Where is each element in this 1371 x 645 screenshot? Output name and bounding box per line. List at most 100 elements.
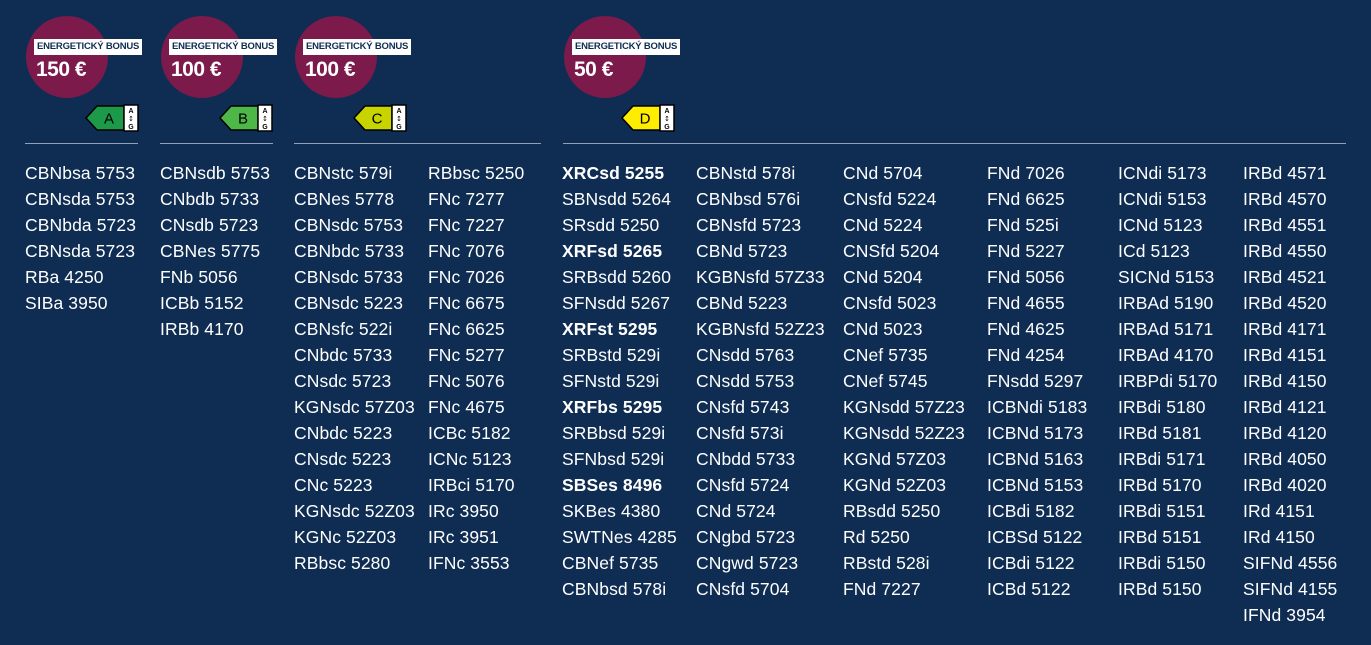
model-item: SRBbsd 529i xyxy=(562,423,666,443)
bonus-amount: 50 € xyxy=(574,58,613,81)
model-item: IRBdi 5180 xyxy=(1118,397,1206,417)
model-item: XRFsd 5265 xyxy=(562,241,663,261)
model-item: ICNd 5123 xyxy=(1118,215,1203,235)
model-item: IRBd 5151 xyxy=(1118,527,1202,547)
model-item: RBbsc 5280 xyxy=(294,553,391,573)
model-item: ICd 5123 xyxy=(1118,241,1190,261)
model-item: IRBdi 5150 xyxy=(1118,553,1206,573)
model-item: CNsdd 5763 xyxy=(696,345,795,365)
model-item: IRBd 4151 xyxy=(1243,345,1327,365)
energy-scale-bottom: G xyxy=(396,124,402,131)
model-item: CNsfd 5743 xyxy=(696,397,790,417)
model-item: ICBNd 5153 xyxy=(987,475,1084,495)
model-item: IRBdi 5151 xyxy=(1118,501,1206,521)
bonus-badge: ENERGETICKÝ BONUS 150 € xyxy=(26,16,143,98)
divider xyxy=(294,143,541,144)
model-item: KGNsdc 52Z03 xyxy=(294,501,415,521)
model-item: RBsdd 5250 xyxy=(843,501,941,521)
model-item: CBNbsd 576i xyxy=(696,189,801,209)
energy-scale-bottom: G xyxy=(664,124,670,131)
model-item: RBa 4250 xyxy=(25,267,104,287)
model-item: FNc 7076 xyxy=(428,241,505,261)
model-item: IRBb 4170 xyxy=(160,319,244,339)
model-item: SWTNes 4285 xyxy=(562,527,677,547)
model-item: FNd 5227 xyxy=(987,241,1065,261)
model-item: CBNsda 5723 xyxy=(25,241,136,261)
model-item: FNc 7026 xyxy=(428,267,505,287)
model-item: IRBAd 4170 xyxy=(1118,345,1214,365)
model-item: IFNd 3954 xyxy=(1243,605,1326,625)
model-item: XRCsd 5255 xyxy=(562,163,665,183)
model-item: CNsdd 5753 xyxy=(696,371,795,391)
model-item: IRBd 5150 xyxy=(1118,579,1202,599)
model-item: CBNsfc 522i xyxy=(294,319,393,339)
model-item: FNd 4254 xyxy=(987,345,1065,365)
model-item: CBNsfd 5723 xyxy=(696,215,802,235)
model-item: IRBd 4020 xyxy=(1243,475,1327,495)
model-item: KGBNsfd 52Z23 xyxy=(696,319,825,339)
bonus-badge: ENERGETICKÝ BONUS 50 € xyxy=(564,16,681,98)
model-item: IRBd 4550 xyxy=(1243,241,1327,261)
model-item: FNd 5056 xyxy=(987,267,1065,287)
model-item: IRBci 5170 xyxy=(428,475,515,495)
model-item: SRBsdd 5260 xyxy=(562,267,672,287)
model-item: FNc 4675 xyxy=(428,397,505,417)
model-item: CNef 5745 xyxy=(843,371,928,391)
energy-scale-box xyxy=(391,104,407,132)
bonus-badge: ENERGETICKÝ BONUS 100 € xyxy=(295,16,412,98)
model-item: CNbdd 5733 xyxy=(696,449,796,469)
model-item: SIBa 3950 xyxy=(25,293,108,313)
energy-scale-arrow-icon: ↕ xyxy=(396,115,402,123)
energy-scale-bottom: G xyxy=(128,124,134,131)
energy-scale-top: A xyxy=(664,108,669,115)
energy-class-letter: A xyxy=(104,111,114,128)
model-item: XRFbs 5295 xyxy=(562,397,663,417)
model-item: IRd 4150 xyxy=(1243,527,1315,547)
model-item: IRBd 4570 xyxy=(1243,189,1327,209)
model-item: CBNstd 578i xyxy=(696,163,796,183)
model-item: CNsfd 5224 xyxy=(843,189,937,209)
bonus-tag: ENERGETICKÝ BONUS xyxy=(169,39,278,55)
model-item: ICBc 5182 xyxy=(428,423,511,443)
model-item: KGBNsfd 57Z33 xyxy=(696,267,825,287)
model-item: KGNc 52Z03 xyxy=(294,527,397,547)
model-item: IRBAd 5171 xyxy=(1118,319,1214,339)
energy-class-letter: B xyxy=(238,111,248,128)
bonus-tag: ENERGETICKÝ BONUS xyxy=(303,39,412,55)
model-item: CBNsdc 5223 xyxy=(294,293,404,313)
model-item: SKBes 4380 xyxy=(562,501,661,521)
model-item: IRBd 4520 xyxy=(1243,293,1327,313)
model-item: CNgwd 5723 xyxy=(696,553,799,573)
bonus-amount: 100 € xyxy=(305,58,356,81)
model-item: CNsfd 5724 xyxy=(696,475,790,495)
model-item: CNsdc 5223 xyxy=(294,449,392,469)
model-item: CBNbdc 5733 xyxy=(294,241,405,261)
model-item: IRBd 4121 xyxy=(1243,397,1327,417)
model-item: CNd 5704 xyxy=(843,163,923,183)
model-item: IRc 3950 xyxy=(428,501,499,521)
model-item: FNc 5277 xyxy=(428,345,505,365)
energy-scale-top: A xyxy=(128,108,133,115)
model-item: ICNc 5123 xyxy=(428,449,512,469)
model-item: FNc 6675 xyxy=(428,293,505,313)
model-item: FNsdd 5297 xyxy=(987,371,1084,391)
model-item: SFNbsd 529i xyxy=(562,449,665,469)
model-item: CNsfd 5704 xyxy=(696,579,790,599)
bonus-tag: ENERGETICKÝ BONUS xyxy=(34,39,143,55)
energy-scale-box xyxy=(123,104,139,132)
model-item: IRBd 4521 xyxy=(1243,267,1327,287)
model-item: CNc 5223 xyxy=(294,475,373,495)
energy-scale-top: A xyxy=(396,108,401,115)
model-item: ICBdi 5182 xyxy=(987,501,1075,521)
model-item: SFNstd 529i xyxy=(562,371,660,391)
model-item: CBNsdc 5753 xyxy=(294,215,404,235)
